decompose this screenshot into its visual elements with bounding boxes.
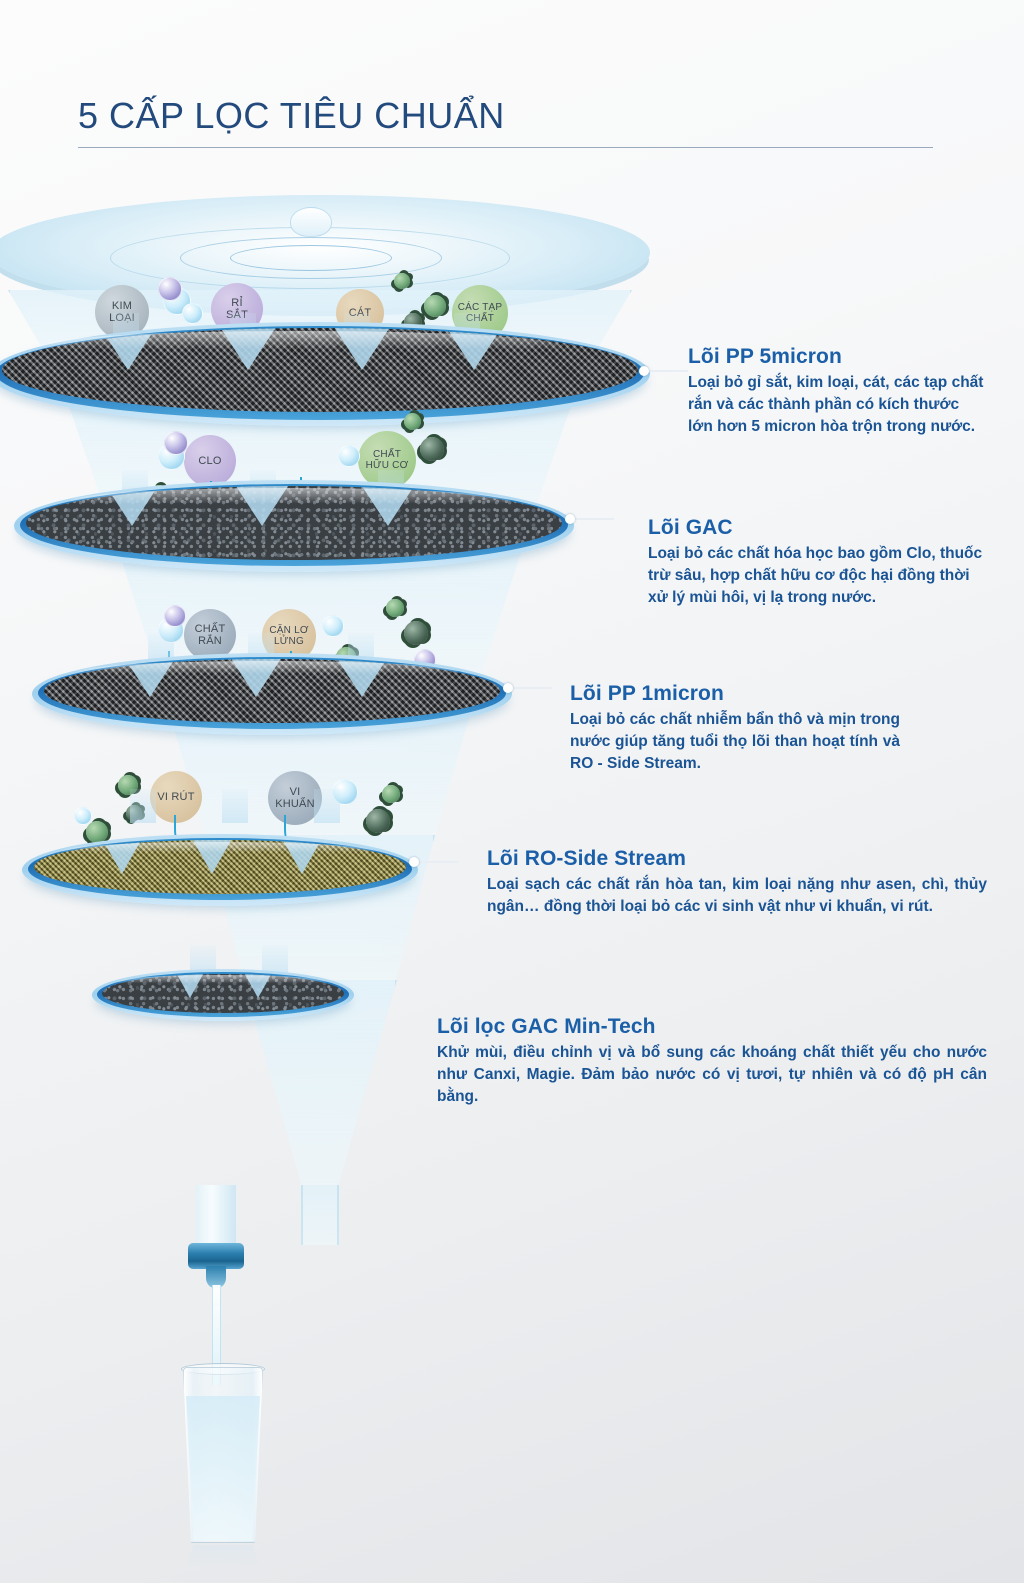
callout-connector-1 — [639, 366, 688, 376]
water-bubble — [182, 303, 203, 324]
filter-media-pp-mesh — [2, 328, 638, 412]
blob-line-1: CHẤT — [372, 448, 402, 460]
callout-connector-3 — [503, 683, 552, 693]
particle-bubble — [164, 605, 186, 627]
blob-line-1: VI — [289, 785, 301, 798]
callout-body: Loại sạch các chất rắn hòa tan, kim loại… — [487, 876, 987, 915]
microbe-icon — [420, 437, 444, 461]
microbe-icon — [366, 809, 390, 833]
flow-arrow — [332, 659, 392, 697]
callout-body: Loại bỏ gỉ sắt, kim loại, cát, các tạp c… — [688, 374, 984, 435]
blob-line-1: KIM — [111, 299, 133, 312]
microbe-icon — [404, 413, 421, 430]
nozzle-tip-icon — [206, 1266, 226, 1288]
callout-heading: Lõi lọc GAC Min-Tech — [437, 1015, 656, 1038]
callout-body: Loại bỏ các chất hóa học bao gồm Clo, th… — [648, 545, 983, 606]
tendril — [174, 815, 188, 849]
callout-heading: Lõi GAC — [648, 516, 733, 539]
glass-water-fill — [186, 1396, 260, 1541]
contaminant-chat-ran: CHẤT RẮN — [184, 609, 236, 661]
faucet-spout-icon — [188, 1243, 244, 1269]
flow-arrow — [232, 486, 292, 526]
filtration-funnel-diagram: KIM LOẠI RỈ SẮT CÁT CÁC TẠP CHẤT — [0, 185, 688, 1315]
blob-line-2: HỮU CƠ — [365, 460, 409, 471]
blob-line-2: RẮN — [198, 635, 222, 647]
water-droplet-icon — [290, 207, 332, 237]
spout-tube — [196, 1185, 236, 1245]
water-bubble — [74, 807, 92, 825]
blob-line-1: CLO — [198, 454, 222, 467]
callout-pp-1micron: Lõi PP 1micron Loại bỏ các chất nhiễm bẩ… — [570, 682, 900, 775]
water-stream-icon — [212, 1285, 221, 1385]
blob-line-2: KHUẨN — [275, 798, 315, 810]
flow-column — [314, 789, 340, 823]
filter-media-pp-mesh — [44, 659, 500, 723]
filter-media-ro-membrane — [34, 840, 406, 894]
glass-reflection — [186, 1545, 260, 1567]
cone-wall-neck — [301, 1185, 339, 1245]
filter-media-gac — [26, 486, 562, 560]
blob-line-1: VI RÚT — [157, 790, 195, 803]
contaminant-clo: CLO — [184, 435, 236, 487]
callout-heading: Lõi PP 1micron — [570, 682, 724, 705]
callout-pp-5micron: Lõi PP 5micron Loại bỏ gỉ sắt, kim loại,… — [688, 345, 988, 438]
blob-line-1: CÁC TẠP — [457, 301, 503, 313]
contaminant-vi-rut: VI RÚT — [150, 771, 202, 823]
microbe-icon — [404, 621, 428, 645]
title-divider — [78, 147, 933, 148]
page-title: 5 CẤP LỌC TIÊU CHUẨN — [78, 95, 505, 136]
flow-arrow — [98, 328, 158, 370]
callout-body: Khử mùi, điều chỉnh vị và bổ sung các kh… — [437, 1044, 987, 1105]
flow-arrow — [276, 840, 328, 874]
flow-arrow — [444, 328, 504, 370]
callout-body: Loại bỏ các chất nhiễm bẩn thô và mịn tr… — [570, 711, 900, 772]
ripple-inner — [230, 245, 392, 271]
microbe-icon — [394, 273, 410, 289]
flow-arrow — [218, 328, 278, 370]
flow-arrow — [236, 974, 280, 998]
flow-column — [130, 789, 156, 823]
title-area: 5 CẤP LỌC TIÊU CHUẨN — [78, 95, 933, 148]
flow-arrow — [102, 486, 162, 526]
particle-bubble — [158, 277, 182, 301]
water-bubble — [322, 615, 344, 637]
flow-column — [222, 789, 248, 823]
flow-arrow — [96, 840, 148, 874]
particle-bubble — [164, 431, 188, 455]
callout-heading: Lõi PP 5micron — [688, 345, 842, 368]
microbe-icon — [386, 599, 404, 617]
flow-arrow — [186, 840, 238, 874]
water-bubble — [338, 445, 360, 467]
blob-line-2: LỬNG — [274, 636, 304, 647]
microbe-icon — [424, 295, 446, 317]
callout-gac-min-tech: Lõi lọc GAC Min-Tech Khử mùi, điều chỉnh… — [437, 1015, 987, 1108]
tendril — [284, 815, 298, 849]
callout-ro-side-stream: Lõi RO-Side Stream Loại sạch các chất rắ… — [487, 847, 987, 918]
callout-connector-2 — [565, 514, 614, 524]
flow-arrow — [168, 974, 212, 998]
flow-arrow — [358, 486, 418, 526]
flow-arrow — [120, 659, 180, 697]
flow-arrow — [226, 659, 286, 697]
callout-heading: Lõi RO-Side Stream — [487, 847, 687, 870]
ripple-mid — [180, 237, 442, 279]
flow-arrow — [332, 328, 392, 370]
blob-line-1: CHẤT — [194, 622, 226, 635]
filter-media-gac-min-tech — [102, 974, 344, 1013]
callout-connector-4 — [409, 857, 458, 867]
blob-line-1: CẶN LƠ — [269, 624, 309, 636]
blob-line-1: RỈ — [231, 296, 243, 309]
microbe-icon — [86, 821, 108, 843]
callout-gac: Lõi GAC Loại bỏ các chất hóa học bao gồm… — [648, 516, 983, 609]
microbe-icon — [382, 785, 400, 803]
